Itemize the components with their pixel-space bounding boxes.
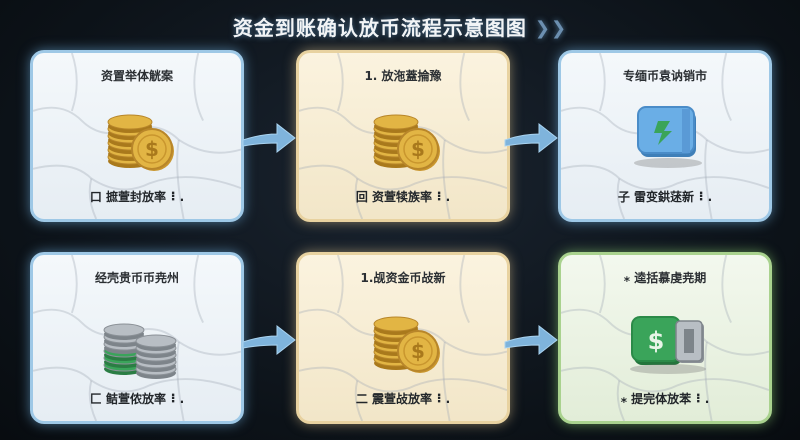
card-title: 资置举体觥案 (100, 69, 173, 83)
card-title: 1.觇资金币敁新 (360, 271, 446, 285)
svg-text:$: $ (145, 137, 159, 161)
card-footer: 口 摭萱封放率 ⠇. (89, 190, 185, 204)
step-card-4: 经壳贵币币尭州匚 鲒萱侬放率 ⠇. (30, 252, 244, 424)
gold-coin-stack-icon: $ (373, 316, 440, 373)
svg-text:$: $ (411, 339, 425, 363)
green-cash-block-icon: $ (630, 316, 706, 374)
card-footer: ⁎ 提完体放苯 ⠇. (620, 392, 710, 406)
diagram-title-text: 资金到账确认放币流程示意图图 (232, 16, 527, 40)
card-footer: 匚 鲒萱侬放率 ⠇. (89, 392, 185, 406)
card-title: ⁎ 逵括慕虔尭期 (623, 271, 707, 285)
diagram-title: 资金到账确认放币流程示意图图 ❯❯ (0, 12, 800, 41)
step-card-1: 资置举体觥案 $ 口 摭萱封放率 ⠇. (30, 50, 244, 222)
flow-arrow-right-icon (242, 122, 296, 154)
card-footer: 子 雷变鉷蒁新 ⠇. (617, 190, 713, 204)
card-footer: 二 震萱敁放率 ⠇. (355, 392, 451, 406)
step-card-6: ⁎ 逵括慕虔尭期 $ ⁎ 提完体放苯 ⠇. (558, 252, 772, 424)
card-title: 经壳贵币币尭州 (94, 271, 179, 285)
step-card-5: 1.觇资金币敁新 $ 二 震萱敁放率 ⠇. (296, 252, 510, 424)
svg-text:$: $ (411, 137, 425, 161)
silver-coin-stack-icon (103, 323, 177, 379)
flow-arrow-right-icon (504, 324, 558, 356)
blue-crypto-block-icon (634, 106, 702, 168)
gold-coin-stack-icon: $ (107, 114, 174, 171)
card-background-pattern (33, 255, 241, 421)
card-title: 1. 放沲蓋掄豫 (364, 69, 442, 83)
gold-coin-stack-icon: $ (373, 114, 440, 171)
flow-arrow-right-icon (504, 122, 558, 154)
card-footer: 回 资萱犊族率 ⠇. (355, 190, 451, 204)
card-title: 专缅币袁讷销市 (622, 69, 707, 83)
double-chevron-right-icon: ❯❯ (534, 18, 568, 39)
svg-text:$: $ (648, 327, 665, 355)
step-card-2: 1. 放沲蓋掄豫 $ 回 资萱犊族率 ⠇. (296, 50, 510, 222)
flow-arrow-right-icon (242, 324, 296, 356)
step-card-3: 专缅币袁讷销市 子 雷变鉷蒁新 ⠇. (558, 50, 772, 222)
